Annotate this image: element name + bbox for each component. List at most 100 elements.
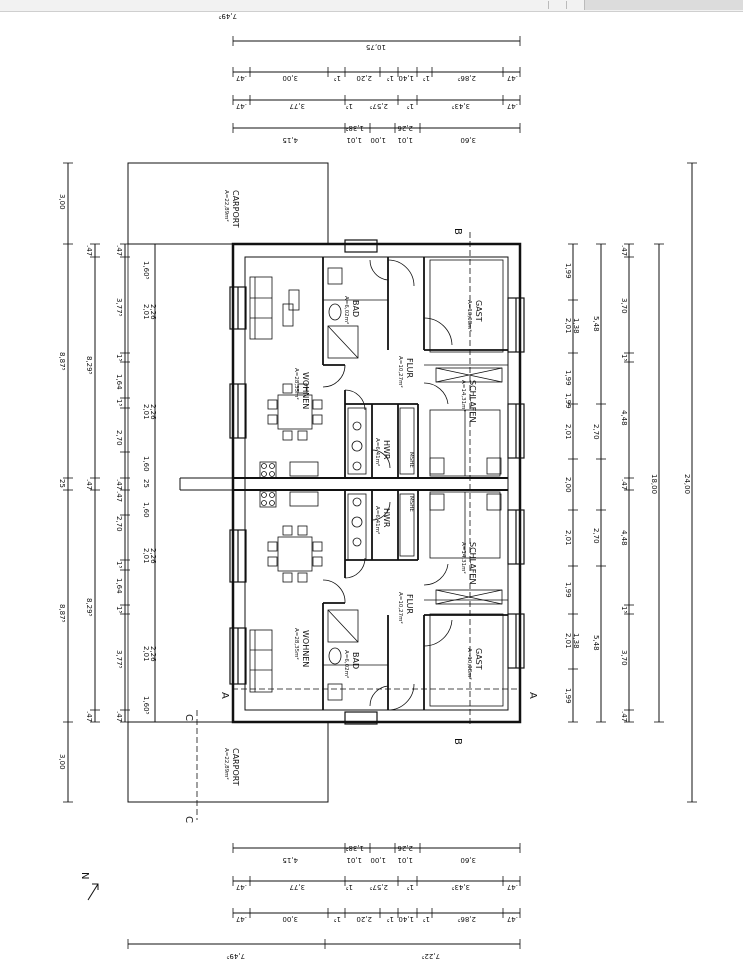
north-arrow-icon — [87, 883, 99, 901]
room-label: GAST — [474, 648, 483, 670]
dimension-label: 1⁵ — [115, 399, 123, 406]
dimension-label: .47 — [236, 74, 247, 82]
room-area: A=6,02m² — [343, 650, 350, 678]
dimension-label: 1⁵ — [115, 354, 123, 361]
dimension-label: .47 — [507, 883, 518, 891]
dimension-label: 3,77⁵ — [115, 298, 123, 317]
viewer-toolbar — [0, 0, 743, 12]
dimension-label: 1⁵ — [423, 915, 430, 923]
dimension-label: 25 — [142, 479, 150, 488]
dimension-label: 1,60 — [142, 456, 150, 472]
room-label: CARPORT — [231, 190, 240, 228]
dimension-label: 1,99 — [564, 263, 572, 279]
dimension-label: 1,40 — [398, 915, 414, 923]
dimension-label: 1⁵ — [334, 74, 341, 82]
dimension-label: 3,60 — [460, 136, 476, 144]
dimension-label: 2,70 — [592, 424, 600, 440]
dimension-label: 2,20 — [356, 74, 372, 82]
dimension-label: 3,77 — [289, 102, 305, 110]
dimension-label: 2,00 — [564, 477, 572, 493]
dimension-label: 2,01 — [142, 404, 150, 420]
room-area: A=6,41m² — [374, 438, 381, 466]
dimension-label: .47 — [507, 74, 518, 82]
dimension-label: 3,77⁵ — [115, 650, 123, 669]
dimension-label: 10,75 — [366, 43, 386, 51]
dimension-label: 2,01 — [142, 548, 150, 564]
dimension-label: 2,01 — [142, 646, 150, 662]
dimension-label: 7,49⁵ — [218, 12, 237, 20]
dimension-label: 3,77 — [289, 883, 305, 891]
dimension-label: 1⁵ — [423, 74, 430, 82]
section-marks: A A B B C C N — [79, 228, 538, 879]
dimension-label: 8,87⁵ — [58, 604, 66, 623]
dimension-label: 3,70 — [620, 650, 628, 666]
dimension-label: 3,43⁵ — [451, 102, 470, 110]
bottom-dimension-labels: 4,15 1,01 1,38⁵ 1,00 1,01 2,26 3,60 .47 … — [226, 844, 518, 960]
dimension-label: .47 — [507, 915, 518, 923]
dimension-label: 2,26 — [397, 124, 413, 132]
dimension-label: 2,01 — [564, 318, 572, 334]
section-mark-c: C — [183, 816, 194, 823]
interior-walls-bottom — [322, 490, 508, 710]
dimension-label: .47 — [115, 479, 123, 490]
dimension-label: .47 — [115, 491, 123, 502]
dimension-label: .47 — [236, 915, 247, 923]
left-dimension-chains — [63, 162, 156, 803]
section-mark-a: A — [219, 692, 230, 699]
dimension-label: .47 — [236, 883, 247, 891]
room-label: SCHLAFEN — [468, 380, 477, 422]
room-label: SCHLAFEN — [468, 542, 477, 584]
dimension-label: 2,01 — [564, 633, 572, 649]
dimension-label: 8,29⁵ — [85, 598, 93, 617]
room-label: CARPORT — [231, 748, 240, 786]
room-labels: WOHNEN A=28,35m² WOHNEN A=28,35m² BAD A=… — [223, 190, 483, 786]
toolbar-tab[interactable] — [584, 0, 743, 10]
dimension-label: 1,60 — [142, 502, 150, 518]
dimension-label: 1,01 — [346, 856, 362, 864]
dimension-label: 5,48 — [592, 316, 600, 332]
room-label: FLUR — [405, 594, 414, 615]
right-dimension-labels: 1,99 2,01 1,99 1,99 2,01 2,00 2,01 1,99 … — [564, 245, 691, 722]
dimension-label: 1,00 — [370, 136, 386, 144]
dimension-label: 1,99 — [564, 393, 572, 409]
dimension-label: 3,00 — [282, 915, 298, 923]
furniture-top — [249, 267, 503, 479]
dimension-label: 1,01 — [397, 136, 413, 144]
dimension-label: 1⁵ — [620, 606, 628, 613]
dimension-label: 2,57⁵ — [369, 102, 388, 110]
dimension-label: .47 — [236, 102, 247, 110]
dimension-label: 2,86⁵ — [457, 915, 476, 923]
dimension-label: 1⁵ — [346, 883, 353, 891]
toolbar-button[interactable] — [548, 1, 559, 9]
room-area: A=10,27m² — [397, 592, 404, 624]
dimension-label: .47 — [620, 245, 628, 256]
dimension-label: 2,70 — [592, 528, 600, 544]
toolbar-button[interactable] — [566, 1, 577, 9]
dimension-label: 2,01 — [142, 304, 150, 320]
dimension-label: 1,64 — [115, 578, 123, 594]
dimension-label: 1,38 — [572, 633, 580, 649]
dimension-label: 2,26 — [397, 844, 413, 852]
room-area: A=10,08m² — [466, 648, 473, 680]
dimension-label: 2,26 — [149, 304, 157, 320]
dimension-label: 1,64 — [115, 374, 123, 390]
dimension-label: 2,20 — [356, 915, 372, 923]
dimension-label: 24,00 — [683, 474, 691, 494]
dimension-label: 2,70 — [115, 516, 123, 532]
room-area: A=22,89m² — [223, 190, 230, 222]
dimension-label: 1⁵ — [334, 915, 341, 923]
dimension-label: 8,87⁵ — [58, 352, 66, 371]
top-dimension-chains — [232, 36, 521, 133]
dimension-label: 1⁵ — [346, 102, 353, 110]
windows — [229, 239, 525, 725]
right-dimension-chains — [568, 162, 697, 803]
dimension-label: 1⁵ — [620, 354, 628, 361]
dimension-label: 1,60⁵ — [142, 696, 150, 715]
dimension-label: 3,70 — [620, 298, 628, 314]
room-label: MSHE — [408, 496, 414, 512]
room-area: A=10,27m² — [397, 356, 404, 388]
top-dimension-labels: 7,49⁵ 10,75 .47 3,00 1⁵ 2,20 1⁵ 1,40 1⁵ … — [218, 12, 518, 144]
dimension-label: 1,01 — [397, 856, 413, 864]
dimension-label: 3,43⁵ — [451, 883, 470, 891]
dimension-label: 1,01 — [346, 136, 362, 144]
